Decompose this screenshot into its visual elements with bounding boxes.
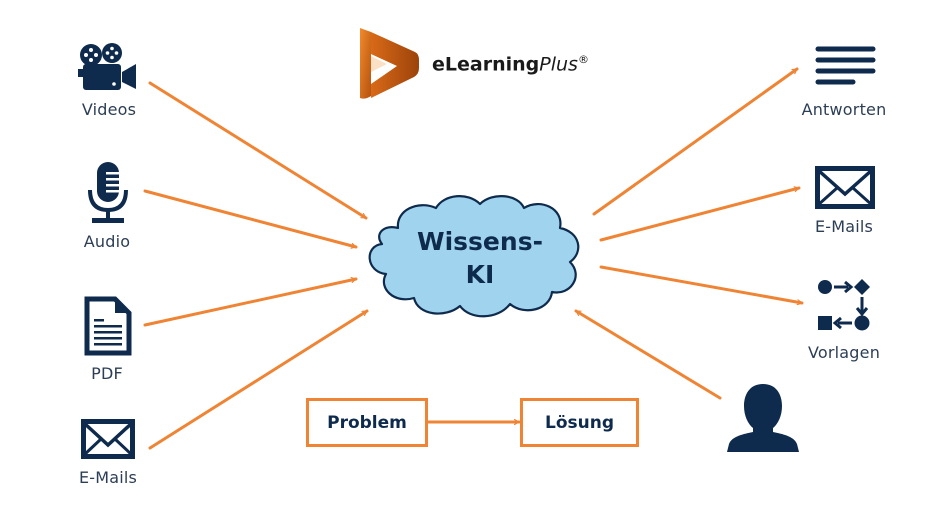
- output-label-vorlagen: Vorlagen: [807, 343, 881, 362]
- movie-camera-icon: [78, 43, 136, 90]
- wissens-ki-title-line1: Wissens-: [417, 227, 543, 256]
- input-label-videos: Videos: [81, 100, 137, 119]
- workflow-icon: [818, 279, 870, 331]
- output-label-antworten: Antworten: [801, 100, 887, 119]
- problem-label: Problem: [327, 412, 407, 433]
- arrow-audio-to-ki: [143, 189, 358, 247]
- document-icon: [84, 296, 132, 356]
- arrow-emails-to-ki: [148, 309, 369, 450]
- wissens-ki-title-line2: KI: [465, 260, 495, 289]
- microphone-icon: [88, 162, 128, 223]
- brand-name: eLearningPlus®: [432, 53, 589, 75]
- arrow-ki-to-antworten: [592, 67, 799, 216]
- arrow-ki-to-emails: [599, 188, 801, 242]
- input-label-emails: E-Mails: [78, 468, 138, 487]
- problem-box: Problem: [306, 398, 428, 447]
- brand-name-main: eLearning: [432, 53, 540, 76]
- output-label-emails: E-Mails: [814, 217, 874, 236]
- envelope-icon: [81, 419, 135, 459]
- input-label-pdf: PDF: [91, 364, 123, 383]
- input-label-audio: Audio: [83, 232, 131, 251]
- text-lines-icon: [815, 46, 876, 85]
- envelope-icon: [815, 166, 875, 209]
- loesung-box: Lösung: [520, 398, 639, 447]
- cloud-shape: [368, 195, 580, 318]
- user-silhouette-icon: [727, 384, 799, 452]
- arrow-videos-to-ki: [148, 81, 368, 220]
- wissens-ki-title: Wissens- KI: [390, 225, 570, 291]
- registered-mark: ®: [577, 53, 589, 66]
- loesung-label: Lösung: [544, 412, 614, 433]
- arrow-user-to-ki: [574, 309, 722, 400]
- arrow-ki-to-vorlagen: [599, 265, 804, 303]
- arrow-pdf-to-ki: [143, 279, 358, 327]
- brand-name-suffix: Plus: [539, 53, 578, 76]
- elearningplus-logo-icon: [360, 28, 419, 99]
